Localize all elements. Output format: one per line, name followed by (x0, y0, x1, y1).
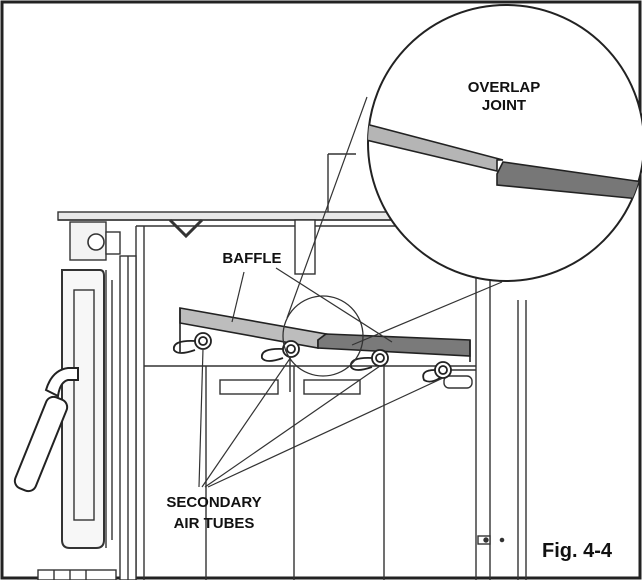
door-handle (13, 367, 79, 493)
air-tube-3 (349, 349, 389, 371)
detail-board-left (368, 122, 504, 173)
baffle-label: BAFFLE (222, 250, 281, 267)
baffle-right (317, 333, 471, 357)
secondary-air-tubes-label-line2: AIR TUBES (174, 515, 255, 532)
joint-detail-marker (282, 295, 364, 377)
air-tube-leader-lines (198, 348, 444, 488)
detail-board-right (496, 161, 642, 201)
baffle-boards (179, 307, 471, 362)
base-feet (37, 569, 117, 580)
overlap-joint-detail (367, 4, 642, 282)
secondary-air-tubes-label-line1: SECONDARY (166, 494, 261, 511)
overlap-joint-label-line2: JOINT (482, 97, 526, 114)
air-tube-4 (422, 361, 452, 383)
overlap-joint-label-line1: OVERLAP (468, 79, 541, 96)
magnifier-leader-lines (286, 96, 503, 346)
figure-number: Fig. 4-4 (542, 540, 613, 562)
door-assembly (61, 221, 137, 580)
secondary-air-tubes (172, 332, 452, 383)
baffle-leader-lines (231, 267, 393, 343)
